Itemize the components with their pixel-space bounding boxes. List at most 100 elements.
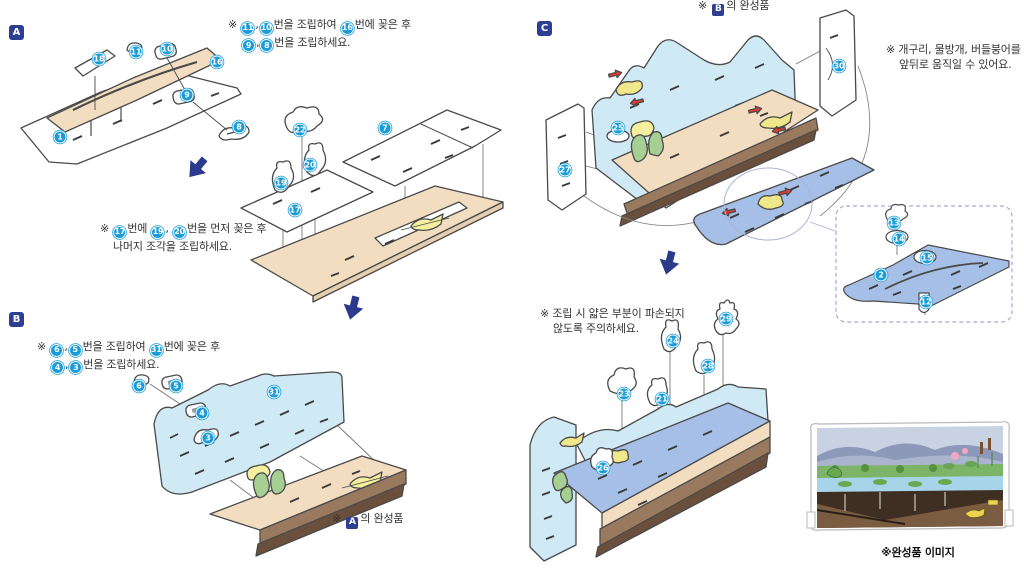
highlight-circle [723, 167, 813, 241]
base-brown-layer [259, 469, 407, 545]
diagram-c-main-illustration [545, 9, 875, 246]
soil-slope [817, 500, 1003, 528]
piece-number-chip: 29 [719, 312, 733, 326]
piece-number-chip: 27 [558, 163, 572, 177]
piece-number-chip: 11 [241, 21, 255, 35]
green-plant [560, 485, 574, 504]
piece-number-chip: 10 [160, 42, 174, 56]
piece-number-chip: 1 [53, 130, 67, 144]
piece-number-chip: 8 [232, 120, 246, 134]
piece-number-chip: 6 [132, 379, 146, 393]
frog [826, 467, 842, 478]
piece-number-chip: 22 [293, 123, 307, 137]
piece-number-chip: 10 [259, 21, 273, 35]
green-plant [552, 471, 568, 492]
piece-number-chip: 2 [874, 268, 888, 282]
piece-number-chip: 11 [129, 45, 143, 59]
piece-number-chip: 13 [887, 216, 901, 230]
piece-number-chip: 25 [611, 121, 625, 135]
piece-number-chip: 9 [180, 88, 194, 102]
section-b-label: B [9, 312, 24, 327]
fish-cutout [410, 213, 444, 232]
water-surface-piece [843, 244, 1010, 306]
piece-number-chip: 9 [242, 39, 255, 52]
section-a-label: A [9, 25, 24, 40]
step-arrow-b-icon [339, 293, 367, 324]
base-brown-layer [623, 117, 819, 217]
fish-cutout [759, 111, 793, 130]
fish-cutout [559, 432, 585, 448]
piece-number-chip: 19 [151, 225, 165, 239]
side-wall-piece [529, 416, 577, 562]
piece-number-chip: 26 [596, 461, 610, 475]
frog-cutout [757, 194, 784, 210]
piece-number-chip: 24 [666, 334, 680, 348]
base-dark-layer [595, 452, 769, 558]
piece-number-chip: 4 [195, 406, 209, 420]
piece-number-chip: 16 [210, 55, 224, 69]
piece-number-chip: 20 [303, 158, 317, 172]
base-brown-layer [599, 436, 771, 548]
piece-number-chip: 17 [113, 225, 127, 239]
flat-panel-piece [240, 169, 374, 233]
piece-number-chip: 6 [50, 343, 64, 357]
diagram-a-step1: 18 11 10 16 9 8 1 [15, 38, 265, 218]
side-wall-piece [545, 103, 587, 211]
piece-number-chip: 20 [173, 225, 187, 239]
final-product-photo-illustration [806, 421, 1014, 531]
piece-number-chip: 7 [378, 121, 392, 135]
diagram-a-step2-illustration [240, 106, 504, 303]
burrow-fish [964, 507, 986, 519]
piece-number-chip: 8 [260, 39, 274, 52]
piece-number-chip: 15 [920, 251, 934, 265]
green-plant [648, 131, 664, 157]
roof-panel-piece [342, 109, 502, 187]
final-product-photo [805, 416, 1015, 543]
piece-number-chip: 4 [51, 361, 64, 374]
diagram-a-step1-illustration [20, 42, 250, 165]
piece-number-chip: 3 [69, 361, 83, 374]
lotus-flowers [943, 448, 977, 469]
piece-number-chip: 21 [655, 392, 669, 406]
section-c-label: C [537, 21, 552, 36]
green-plant [630, 134, 648, 163]
diagram-c-final-illustration [529, 299, 771, 562]
piece-number-chip: 16 [340, 21, 354, 35]
piece-number-chip: 23 [617, 387, 631, 401]
base-dark-layer [619, 129, 817, 227]
water-beetle-cutout [615, 80, 643, 96]
piece-number-chip: 5 [68, 343, 82, 357]
diagram-c-main: 25 27 30 [520, 8, 888, 278]
piece-number-chip: 30 [832, 59, 846, 73]
lily-pads [838, 479, 952, 487]
piece-number-chip: 12 [919, 295, 933, 309]
piece-number-chip: 19 [274, 176, 288, 190]
green-plant [270, 469, 286, 495]
final-product-caption: ※완성품 이미지 [881, 546, 955, 559]
green-plant [252, 472, 270, 499]
diagram-c-final: 23 24 29 28 21 26 [518, 295, 773, 568]
piece-number-chip: 14 [892, 232, 906, 246]
move-arrow-icon [607, 68, 624, 81]
piece-number-chip: 18 [92, 52, 106, 66]
piece-number-chip: 31 [149, 343, 163, 357]
diagram-b-illustration [133, 371, 407, 557]
water-surface-piece [693, 157, 875, 246]
base-dark-layer [255, 483, 405, 557]
piece-number-chip: 3 [201, 431, 215, 445]
diagram-c-inset: 13 14 15 2 12 [833, 203, 1015, 325]
section-ref-badge: B [712, 3, 725, 16]
cattails [977, 438, 993, 468]
piece-number-chip: 28 [701, 359, 715, 373]
piece-number-chip: 31 [267, 385, 281, 399]
